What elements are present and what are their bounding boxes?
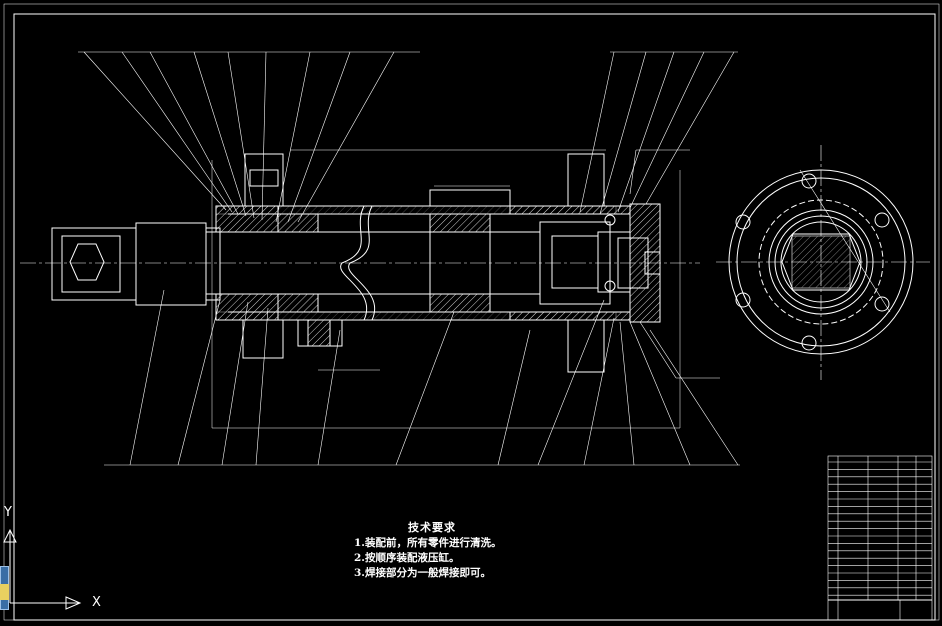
hex-nut (69, 243, 105, 281)
layout-tab-marker-icon (0, 584, 9, 600)
end-view-flange (728, 169, 914, 355)
parts-list-table (827, 455, 933, 621)
ucs-icon (3, 528, 82, 610)
technical-requirement-1: 1.装配前，所有零件进行清洗。 (354, 537, 502, 549)
ucs-x-label: X (92, 595, 101, 610)
rod-end-block (51, 227, 137, 301)
technical-requirement-2: 2.按顺序装配液压缸。 (354, 552, 460, 564)
ucs-y-label: Y (4, 505, 12, 520)
technical-requirement-3: 3.焊接部分为一般焊接即可。 (354, 567, 491, 579)
technical-requirements-title: 技术要求 (408, 521, 456, 534)
leader-lines (78, 51, 740, 466)
drawing-frame (3, 3, 940, 621)
cylinder-section-view (51, 149, 681, 429)
